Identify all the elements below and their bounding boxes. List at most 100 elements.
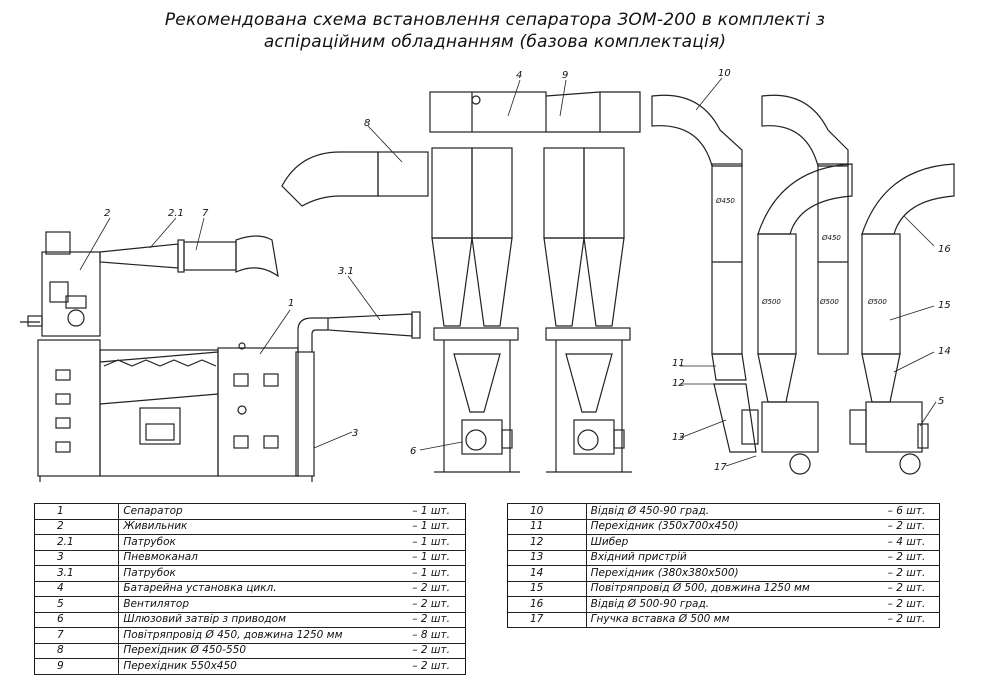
spec-item-number: 17 bbox=[507, 611, 587, 628]
dim-d450-mid: Ø450 bbox=[821, 234, 841, 242]
spec-item-name: Сепаратор bbox=[118, 503, 391, 520]
spec-item-number: 5 bbox=[34, 596, 120, 613]
callout-11: 11 bbox=[672, 358, 685, 369]
spec-item-quantity: – 1 шт. bbox=[390, 534, 466, 551]
drawing-title-line2: аспіраційним обладнанням (базова комплек… bbox=[263, 32, 727, 52]
spec-item-name: Шлюзовий затвір з приводом bbox=[118, 611, 391, 628]
callout-3: 3 bbox=[352, 428, 358, 439]
callout-17: 17 bbox=[714, 462, 727, 473]
drawing-title-line1: Рекомендована схема встановлення сепарат… bbox=[164, 10, 826, 30]
spec-item-name: Повітряпровід Ø 450, довжина 1250 мм bbox=[118, 627, 391, 644]
spec-item-quantity: – 2 шт. bbox=[865, 518, 940, 535]
spec-item-name: Відвід Ø 450-90 град. bbox=[586, 503, 866, 520]
callout-12: 12 bbox=[672, 378, 685, 389]
fan-ducts bbox=[651, 94, 955, 475]
spec-item-name: Перехідник (350х700х450) bbox=[586, 518, 866, 535]
spec-item-quantity: – 2 шт. bbox=[865, 580, 940, 597]
spec-item-quantity: – 1 шт. bbox=[390, 565, 466, 582]
separator-unit bbox=[20, 231, 421, 482]
callout-10: 10 bbox=[718, 68, 731, 79]
spec-item-number: 8 bbox=[34, 642, 120, 659]
callout-5: 5 bbox=[938, 396, 944, 407]
dim-d450-left: Ø450 bbox=[715, 197, 735, 205]
callout-7: 7 bbox=[202, 208, 209, 219]
spec-item-name: Вентилятор bbox=[118, 596, 391, 613]
callout-13: 13 bbox=[672, 432, 685, 443]
callout-4: 4 bbox=[516, 70, 522, 81]
callout-14: 14 bbox=[938, 346, 951, 357]
spec-item-number: 9 bbox=[34, 658, 120, 675]
spec-item-name: Шибер bbox=[586, 534, 866, 551]
leader-lines bbox=[79, 77, 937, 467]
callout-8: 8 bbox=[364, 118, 370, 129]
spec-item-number: 6 bbox=[34, 611, 120, 628]
dim-d500-left: Ø500 bbox=[761, 298, 781, 306]
spec-item-quantity: – 6 шт. bbox=[865, 503, 940, 520]
callout-15: 15 bbox=[938, 300, 951, 311]
spec-item-quantity: – 2 шт. bbox=[390, 658, 466, 675]
callout-2: 2 bbox=[104, 208, 110, 219]
spec-item-number: 16 bbox=[507, 596, 587, 613]
spec-item-number: 4 bbox=[34, 580, 120, 597]
spec-item-number: 15 bbox=[507, 580, 587, 597]
spec-item-quantity: – 8 шт. bbox=[390, 627, 466, 644]
spec-item-number: 3.1 bbox=[34, 565, 120, 582]
spec-item-quantity: – 2 шт. bbox=[390, 580, 466, 597]
spec-item-quantity: – 1 шт. bbox=[390, 503, 466, 520]
spec-item-number: 14 bbox=[507, 565, 587, 582]
dim-d500-mid: Ø500 bbox=[819, 298, 839, 306]
spec-item-quantity: – 1 шт. bbox=[390, 518, 466, 535]
spec-item-name: Перехідник Ø 450-550 bbox=[118, 642, 391, 659]
spec-item-number: 2.1 bbox=[34, 534, 120, 551]
spec-item-number: 10 bbox=[507, 503, 587, 520]
spec-item-name: Гнучка вставка Ø 500 мм bbox=[586, 611, 866, 628]
spec-item-number: 3 bbox=[34, 549, 120, 566]
spec-item-name: Повітряпровід Ø 500, довжина 1250 мм bbox=[586, 580, 866, 597]
spec-item-quantity: – 2 шт. bbox=[390, 642, 466, 659]
callout-9: 9 bbox=[562, 70, 568, 81]
spec-item-name: Живильник bbox=[118, 518, 391, 535]
spec-item-name: Вхідний пристрій bbox=[586, 549, 866, 566]
cyclone-batteries bbox=[281, 91, 641, 473]
spec-item-quantity: – 2 шт. bbox=[390, 611, 466, 628]
spec-item-quantity: – 2 шт. bbox=[390, 596, 466, 613]
spec-item-name: Пневмоканал bbox=[118, 549, 391, 566]
callout-3-1: 3.1 bbox=[338, 266, 354, 277]
spec-item-name: Патрубок bbox=[118, 534, 391, 551]
callout-1: 1 bbox=[288, 298, 294, 309]
spec-item-name: Патрубок bbox=[118, 565, 391, 582]
equipment-drawing: 1 2 2.1 3 3.1 4 5 6 7 8 9 10 11 12 13 14… bbox=[20, 68, 955, 482]
spec-item-quantity: – 2 шт. bbox=[865, 549, 940, 566]
spec-item-name: Перехідник 550х450 bbox=[118, 658, 391, 675]
spec-item-quantity: – 4 шт. bbox=[865, 534, 940, 551]
spec-item-number: 7 bbox=[34, 627, 120, 644]
callout-16: 16 bbox=[938, 244, 951, 255]
spec-item-quantity: – 2 шт. bbox=[865, 565, 940, 582]
callout-2-1: 2.1 bbox=[168, 208, 184, 219]
spec-item-number: 1 bbox=[34, 503, 120, 520]
dim-d500-right: Ø500 bbox=[867, 298, 887, 306]
spec-item-name: Перехідник (380х380х500) bbox=[586, 565, 866, 582]
callout-6: 6 bbox=[410, 446, 416, 457]
spec-item-number: 12 bbox=[507, 534, 587, 551]
